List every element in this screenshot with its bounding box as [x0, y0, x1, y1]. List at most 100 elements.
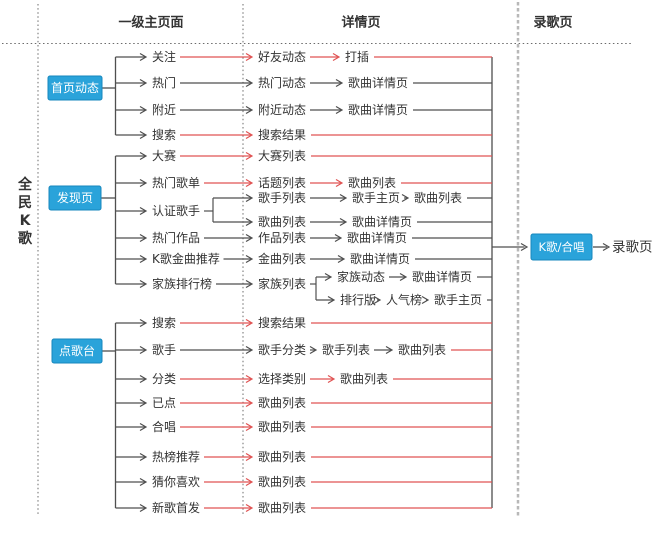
node-label: 人气榜 — [386, 292, 422, 307]
item-label: 歌手 — [152, 342, 176, 357]
arrowhead-icon — [139, 130, 148, 140]
node-label: 搜索结果 — [258, 315, 306, 330]
node-label: 话题列表 — [258, 176, 306, 190]
arrowhead-icon — [327, 295, 336, 305]
arrowhead-icon — [245, 151, 254, 161]
arrowhead-icon — [139, 233, 148, 243]
arrowhead-icon — [245, 318, 254, 328]
arrowhead-icon — [334, 233, 343, 243]
arrowhead-icon — [335, 78, 344, 88]
record-page-label: 录歌页 — [612, 240, 653, 256]
arrowhead-icon — [139, 206, 148, 216]
item-label: 热门歌单 — [152, 175, 200, 190]
app-name-label: 全 — [17, 176, 33, 193]
arrowhead-icon — [245, 78, 254, 88]
item-label: 大赛 — [152, 148, 176, 163]
node-label: 歌曲列表 — [398, 342, 446, 357]
node-label: 歌曲列表 — [258, 474, 306, 489]
arrowhead-icon — [520, 242, 529, 252]
arrowhead-icon — [245, 477, 254, 487]
arrowhead-icon — [332, 52, 341, 62]
arrowhead-icon — [139, 279, 148, 289]
arrowhead-icon — [139, 477, 148, 487]
node-label: 歌曲详情页 — [350, 251, 410, 266]
column-header: 一级主页面 — [118, 15, 183, 31]
item-label: 分类 — [152, 372, 176, 386]
node-label: 歌曲列表 — [340, 371, 388, 386]
page-box-label: 首页动态 — [51, 81, 99, 95]
arrowhead-icon — [421, 295, 430, 305]
item-label: 关注 — [152, 49, 176, 64]
arrowhead-icon — [245, 398, 254, 408]
node-label: 歌曲列表 — [258, 449, 306, 464]
item-label: 热门 — [152, 75, 176, 90]
node-label: 歌手列表 — [322, 342, 370, 357]
node-label: 家族动态 — [337, 269, 385, 284]
arrowhead-icon — [399, 272, 408, 282]
arrowhead-icon — [245, 233, 254, 243]
arrowhead-icon — [245, 130, 254, 140]
arrowhead-icon — [245, 52, 254, 62]
arrowhead-icon — [245, 374, 254, 384]
arrowhead-icon — [139, 78, 148, 88]
arrowhead-icon — [337, 254, 346, 264]
item-label: K歌金曲推荐 — [152, 251, 220, 266]
arrowhead-icon — [324, 272, 333, 282]
item-label: 家族排行榜 — [152, 276, 212, 291]
node-label: 歌曲详情页 — [347, 230, 407, 245]
node-label: 歌手主页 — [352, 190, 400, 205]
node-label: 歌曲详情页 — [352, 214, 412, 229]
item-label: 热门作品 — [152, 230, 200, 245]
app-name-label: 民 — [18, 195, 32, 211]
node-label: 歌曲列表 — [258, 395, 306, 410]
arrowhead-icon — [139, 374, 148, 384]
arrowhead-icon — [245, 105, 254, 115]
arrowhead-icon — [245, 503, 254, 513]
arrowhead-icon — [309, 345, 318, 355]
arrowhead-icon — [327, 374, 336, 384]
item-label: 热榜推荐 — [152, 449, 200, 464]
node-label: 排行版 — [340, 293, 376, 307]
arrowhead-icon — [245, 217, 254, 227]
node-label: 选择类别 — [258, 372, 306, 386]
node-label: 大赛列表 — [258, 148, 306, 163]
arrowhead-icon — [245, 279, 254, 289]
node-label: 歌曲详情页 — [412, 269, 472, 284]
page-box — [51, 338, 103, 364]
arrowhead-icon — [139, 398, 148, 408]
arrowhead-icon — [245, 178, 254, 188]
record-entry-box-label: K歌/合唱 — [539, 240, 585, 254]
arrowhead-icon — [602, 242, 611, 252]
arrowhead-icon — [385, 345, 394, 355]
arrowhead-icon — [139, 452, 148, 462]
arrowhead-icon — [339, 193, 348, 203]
item-label: 认证歌手 — [152, 203, 200, 218]
node-label: 打插 — [345, 50, 369, 64]
arrowhead-icon — [139, 151, 148, 161]
arrowhead-icon — [339, 217, 348, 227]
arrowhead-icon — [245, 254, 254, 264]
arrowhead-icon — [335, 178, 344, 188]
arrowhead-icon — [139, 318, 148, 328]
page-box — [48, 185, 102, 211]
node-label: 家族列表 — [258, 276, 306, 291]
node-label: 歌曲列表 — [258, 419, 306, 434]
node-label: 好友动态 — [258, 50, 306, 64]
item-label: 搜索 — [152, 127, 176, 142]
arrowhead-icon — [139, 503, 148, 513]
node-label: 歌曲列表 — [414, 190, 462, 205]
item-label: 合唱 — [152, 419, 176, 434]
arrowhead-icon — [139, 178, 148, 188]
arrowhead-icon — [245, 452, 254, 462]
arrowhead-icon — [245, 422, 254, 432]
item-label: 搜索 — [152, 315, 176, 330]
node-label: 歌曲列表 — [348, 175, 396, 190]
arrowhead-icon — [139, 345, 148, 355]
app-name-label: K — [20, 213, 32, 229]
node-label: 歌曲详情页 — [348, 102, 408, 117]
arrowhead-icon — [139, 52, 148, 62]
node-label: 作品列表 — [258, 231, 306, 245]
node-label: 歌曲列表 — [258, 214, 306, 229]
